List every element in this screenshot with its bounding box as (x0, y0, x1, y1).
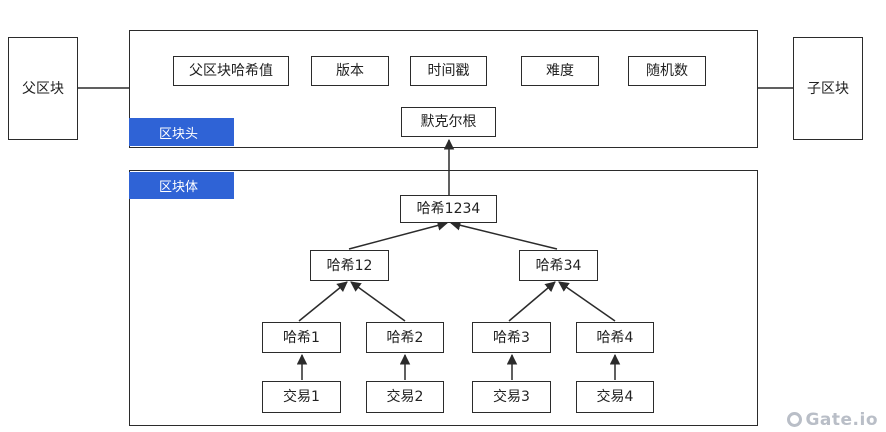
header-field-nonce: 随机数 (628, 56, 706, 86)
transaction-1-box: 交易1 (262, 381, 341, 413)
merkle-root-box: 默克尔根 (401, 107, 496, 137)
header-field-timestamp: 时间戳 (410, 56, 487, 86)
parent-block-box: 父区块 (8, 37, 78, 140)
watermark-text: Gate.io (805, 410, 878, 430)
hash-1234-box: 哈希1234 (400, 195, 497, 223)
transaction-label: 交易4 (596, 389, 634, 405)
hash-label: 哈希1 (283, 329, 320, 346)
hash-12-box: 哈希12 (310, 250, 389, 281)
hash-3-box: 哈希3 (472, 322, 551, 353)
block-header-tag: 区块头 (129, 118, 234, 146)
arrow-hash12-to-root (348, 220, 449, 250)
header-field-label: 难度 (546, 63, 574, 79)
hash-12-label: 哈希12 (326, 257, 373, 274)
hash-2-box: 哈希2 (366, 322, 444, 353)
hash-label: 哈希3 (493, 329, 530, 346)
header-field-label: 随机数 (646, 63, 688, 79)
hash-label: 哈希4 (596, 329, 634, 346)
header-field-label: 时间戳 (427, 63, 470, 79)
hash-label: 哈希2 (386, 329, 424, 346)
child-block-label: 子区块 (807, 80, 849, 97)
transaction-4-box: 交易4 (576, 381, 654, 413)
block-body-tag-label: 区块体 (159, 180, 199, 195)
gate-watermark: Gate.io (787, 410, 878, 430)
transaction-3-box: 交易3 (472, 381, 551, 413)
merkle-root-label: 默克尔根 (420, 114, 477, 130)
transaction-label: 交易3 (493, 389, 530, 405)
arrow-hash34-to-root (449, 220, 558, 250)
block-header-tag-label: 区块头 (159, 126, 199, 142)
hash-34-box: 哈希34 (519, 250, 598, 281)
arrow-hash1-to-hash12 (298, 281, 348, 322)
parent-block-label: 父区块 (22, 80, 64, 97)
arrow-hash3-to-hash34 (508, 281, 556, 322)
arrow-hash2-to-hash12 (350, 281, 406, 322)
transaction-2-box: 交易2 (366, 381, 444, 413)
hash-4-box: 哈希4 (576, 322, 654, 353)
header-field-version: 版本 (311, 56, 389, 86)
hash-1-box: 哈希1 (262, 322, 341, 353)
header-field-difficulty: 难度 (521, 56, 599, 86)
header-field-parent-hash: 父区块哈希值 (173, 56, 289, 86)
arrow-hash4-to-hash34 (558, 281, 616, 322)
transaction-label: 交易2 (386, 389, 424, 405)
header-field-label: 版本 (336, 63, 364, 79)
gate-logo-icon (787, 412, 803, 427)
child-block-box: 子区块 (793, 37, 863, 140)
block-header-frame (129, 30, 758, 148)
block-body-tag: 区块体 (129, 172, 234, 199)
hash-1234-label: 哈希1234 (416, 201, 481, 217)
block-body-frame (129, 170, 758, 426)
header-field-label: 父区块哈希值 (189, 63, 273, 79)
hash-34-label: 哈希34 (535, 257, 582, 274)
transaction-label: 交易1 (283, 389, 320, 405)
